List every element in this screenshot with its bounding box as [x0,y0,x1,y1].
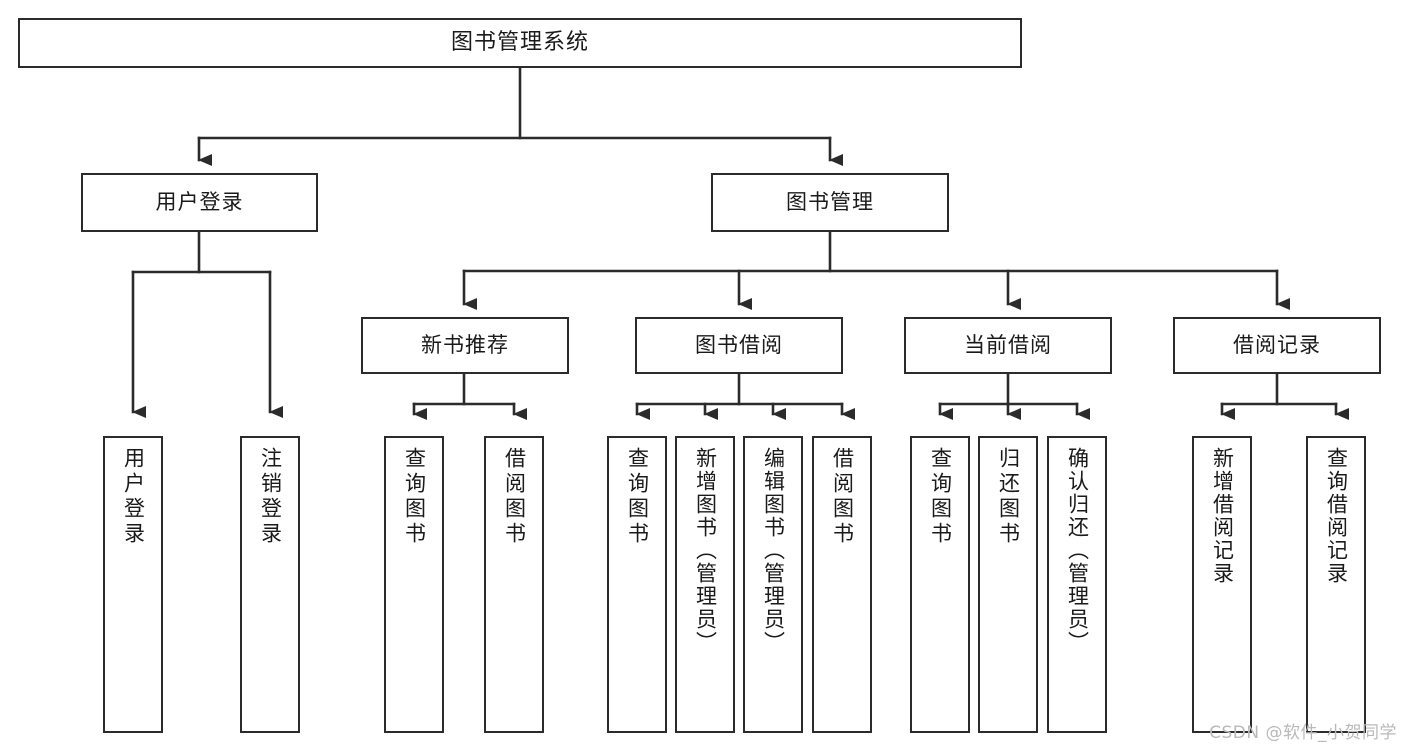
node-leaf-return-book[interactable]: 归还图书 [978,436,1038,733]
node-book-borrow-label: 图书借阅 [695,332,783,357]
node-leaf-query-book-3[interactable]: 查询图书 [910,436,970,733]
node-book-manage[interactable]: 图书管理 [711,173,949,232]
node-user-login-label: 用户登录 [155,189,244,214]
node-leaf-logout-label: 注销登录 [258,447,283,547]
node-new-book-rec[interactable]: 新书推荐 [361,317,569,374]
node-leaf-confirm-return-label: 确认归还（管理员） [1065,447,1090,654]
node-leaf-query-book-3-label: 查询图书 [928,447,953,547]
node-leaf-add-book[interactable]: 新增图书（管理员） [675,436,735,733]
node-leaf-query-book-1[interactable]: 查询图书 [384,436,444,733]
node-leaf-edit-book[interactable]: 编辑图书（管理员） [743,436,803,733]
node-borrow-record-label: 借阅记录 [1233,332,1321,357]
node-leaf-borrow-book-1[interactable]: 借阅图书 [484,436,544,733]
node-leaf-add-record-label: 新增借阅记录 [1210,447,1235,585]
node-leaf-edit-book-label: 编辑图书（管理员） [761,447,786,654]
node-root[interactable]: 图书管理系统 [18,18,1022,68]
node-leaf-user-login[interactable]: 用户登录 [103,436,163,733]
node-leaf-add-record[interactable]: 新增借阅记录 [1192,436,1252,733]
node-leaf-query-book-2[interactable]: 查询图书 [607,436,667,733]
node-leaf-borrow-book-1-label: 借阅图书 [502,447,527,547]
node-leaf-borrow-book-2-label: 借阅图书 [830,447,855,547]
node-leaf-borrow-book-2[interactable]: 借阅图书 [812,436,872,733]
node-leaf-query-book-2-label: 查询图书 [625,447,650,547]
node-current-borrow[interactable]: 当前借阅 [904,317,1112,374]
node-current-borrow-label: 当前借阅 [964,332,1052,357]
node-borrow-record[interactable]: 借阅记录 [1173,317,1381,374]
node-book-borrow[interactable]: 图书借阅 [635,317,843,374]
node-leaf-logout[interactable]: 注销登录 [240,436,300,733]
node-new-book-rec-label: 新书推荐 [421,332,509,357]
node-leaf-confirm-return[interactable]: 确认归还（管理员） [1047,436,1107,733]
node-leaf-return-book-label: 归还图书 [996,447,1021,547]
node-leaf-query-record[interactable]: 查询借阅记录 [1306,436,1366,733]
node-leaf-query-book-1-label: 查询图书 [402,447,427,547]
node-user-login[interactable]: 用户登录 [81,173,318,232]
node-leaf-query-record-label: 查询借阅记录 [1324,447,1349,585]
node-root-label: 图书管理系统 [450,29,589,55]
node-book-manage-label: 图书管理 [786,189,874,214]
watermark: CSDN @软件_小贺同学 [1209,723,1397,743]
node-leaf-add-book-label: 新增图书（管理员） [693,447,718,654]
node-leaf-user-login-label: 用户登录 [121,447,146,547]
